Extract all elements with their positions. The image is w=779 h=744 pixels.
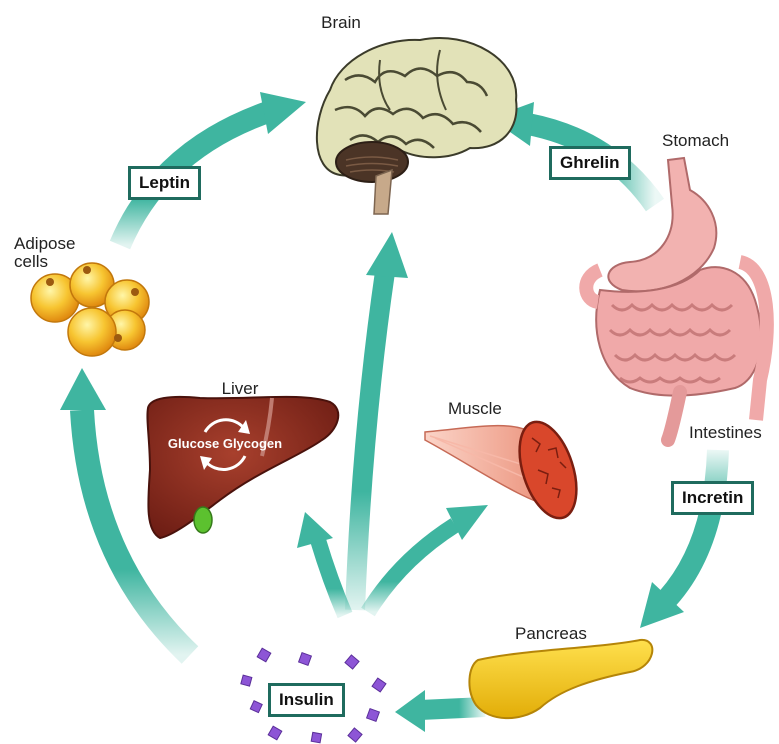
arrow-insulin-to-muscle [368,505,488,612]
adipose-label-line1: Adipose [14,234,75,253]
ghrelin-label: Ghrelin [560,153,620,172]
pancreas-label: Pancreas [515,624,587,643]
intestines-label: Intestines [689,423,762,442]
liver-label: Liver [222,379,259,398]
stomach-intestines-illustration [586,158,767,440]
incretin-label-box: Incretin [671,481,754,515]
leptin-label-box: Leptin [128,166,201,200]
muscle-label: Muscle [448,399,502,418]
arrow-intestines-to-pancreas [640,450,718,628]
adipose-cells-illustration [31,263,149,356]
leptin-label: Leptin [139,173,190,192]
pancreas-illustration [469,640,652,718]
arrow-insulin-to-brain [355,232,408,610]
ghrelin-label-box: Ghrelin [549,146,631,180]
stomach-label: Stomach [662,131,729,150]
adipose-label-line2: cells [14,252,48,271]
insulin-label-box: Insulin [268,683,345,717]
brain-label: Brain [321,13,361,32]
brain-illustration [317,38,517,214]
incretin-label: Incretin [682,488,743,507]
liver-cycle-label: Glucose Glycogen [168,436,282,451]
arrow-insulin-to-liver [297,512,345,615]
insulin-label: Insulin [279,690,334,709]
